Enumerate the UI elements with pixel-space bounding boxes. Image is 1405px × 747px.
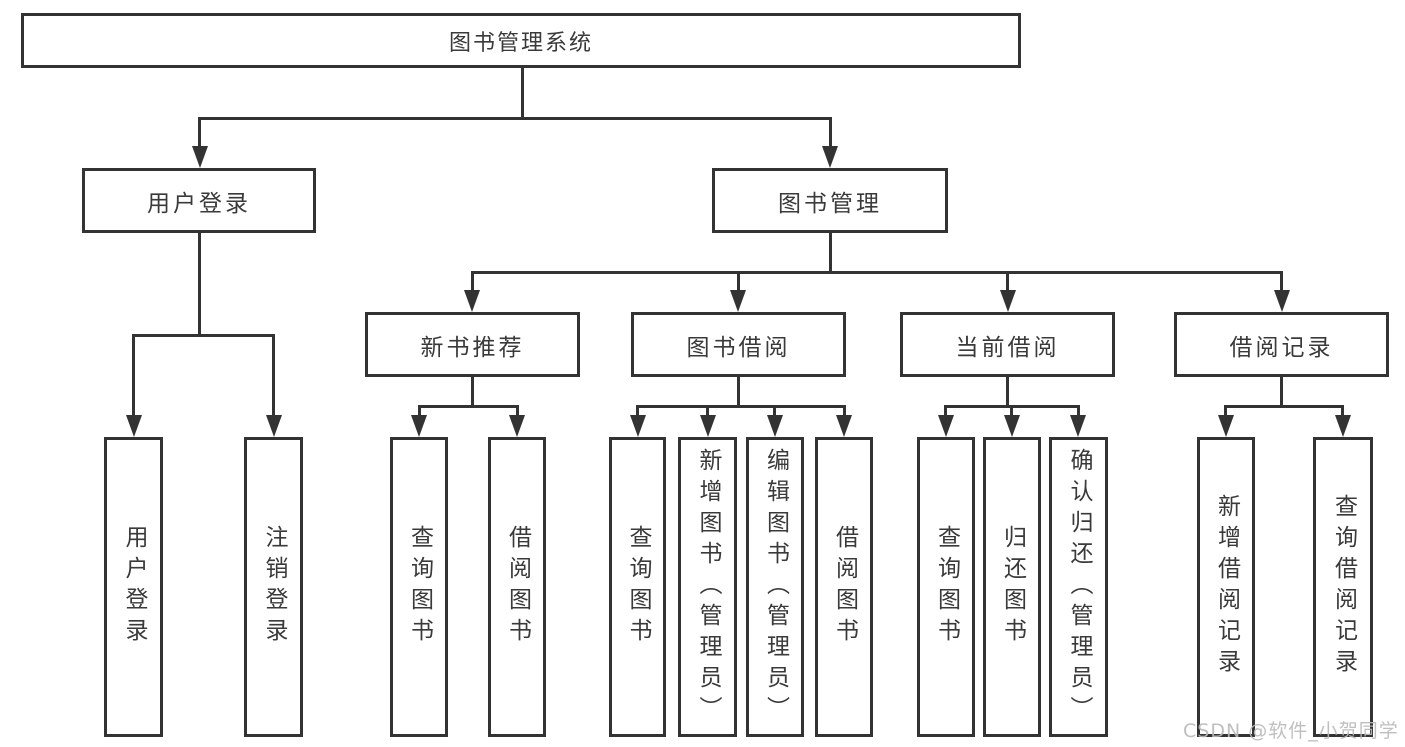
watermark-text: CSDN @软件_小贺同学 bbox=[1183, 720, 1399, 742]
node-book-management: 图书管理 bbox=[712, 168, 948, 233]
connector-line bbox=[418, 405, 421, 417]
connector-line bbox=[1006, 271, 1009, 292]
connector-line bbox=[132, 334, 275, 337]
arrow-down-icon bbox=[1335, 415, 1351, 437]
node-user-login: 用户登录 bbox=[82, 168, 316, 233]
connector-line bbox=[521, 68, 524, 120]
connector-line bbox=[944, 405, 947, 417]
arrow-down-icon bbox=[836, 415, 852, 437]
arrow-down-icon bbox=[730, 290, 746, 312]
leaf-edit-books-admin: 编辑图书（管理员） bbox=[746, 437, 804, 737]
connector-line bbox=[829, 233, 832, 274]
connector-line bbox=[829, 117, 832, 148]
connector-line bbox=[1280, 271, 1283, 292]
connector-line bbox=[636, 405, 846, 408]
connector-line bbox=[1280, 377, 1283, 408]
leaf-query-borrow-record: 查询借阅记录 bbox=[1313, 437, 1373, 737]
leaf-add-books-admin: 新增图书（管理员） bbox=[678, 437, 737, 737]
connector-line bbox=[516, 405, 519, 417]
connector-line bbox=[471, 271, 474, 292]
leaf-recommend-query-books: 查询图书 bbox=[390, 437, 448, 737]
arrow-down-icon bbox=[1070, 415, 1086, 437]
connector-line bbox=[706, 405, 709, 417]
leaf-borrowing-query-books: 查询图书 bbox=[609, 437, 666, 737]
connector-line bbox=[843, 405, 846, 417]
connector-line bbox=[1010, 405, 1013, 417]
arrow-down-icon bbox=[1004, 415, 1020, 437]
connector-line bbox=[636, 405, 639, 417]
arrow-down-icon bbox=[509, 415, 525, 437]
connector-line bbox=[1224, 405, 1344, 408]
leaf-add-borrow-record: 新增借阅记录 bbox=[1197, 437, 1255, 737]
arrow-down-icon bbox=[1218, 415, 1234, 437]
leaf-return-books: 归还图书 bbox=[983, 437, 1041, 737]
connector-line bbox=[198, 233, 201, 337]
arrow-down-icon bbox=[700, 415, 716, 437]
connector-line bbox=[1077, 405, 1080, 417]
connector-line bbox=[737, 377, 740, 408]
node-new-book-recommendation: 新书推荐 bbox=[365, 312, 580, 377]
arrow-down-icon bbox=[1000, 290, 1016, 312]
connector-line bbox=[471, 377, 474, 408]
arrow-down-icon bbox=[464, 290, 480, 312]
connector-line bbox=[198, 117, 201, 148]
leaf-user-login: 用户登录 bbox=[104, 437, 163, 737]
arrow-down-icon bbox=[411, 415, 427, 437]
leaf-logout: 注销登录 bbox=[244, 437, 303, 737]
arrow-down-icon bbox=[1274, 290, 1290, 312]
arrow-down-icon bbox=[126, 415, 142, 437]
connector-line bbox=[471, 271, 1283, 274]
leaf-recommend-borrow-books: 借阅图书 bbox=[488, 437, 546, 737]
connector-line bbox=[1224, 405, 1227, 417]
leaf-current-query-books: 查询图书 bbox=[917, 437, 975, 737]
node-library-management-system: 图书管理系统 bbox=[21, 13, 1021, 68]
arrow-down-icon bbox=[630, 415, 646, 437]
leaf-borrowing-borrow-books: 借阅图书 bbox=[815, 437, 873, 737]
arrow-down-icon bbox=[938, 415, 954, 437]
arrow-down-icon bbox=[767, 415, 783, 437]
connector-line bbox=[1006, 377, 1009, 408]
arrow-down-icon bbox=[192, 146, 208, 168]
leaf-confirm-return-admin: 确认归还（管理员） bbox=[1049, 437, 1108, 737]
connector-line bbox=[773, 405, 776, 417]
node-book-borrowing: 图书借阅 bbox=[631, 312, 846, 377]
connector-line bbox=[418, 405, 519, 408]
connector-line bbox=[1341, 405, 1344, 417]
node-current-borrowing: 当前借阅 bbox=[900, 312, 1115, 377]
node-borrowing-records: 借阅记录 bbox=[1174, 312, 1389, 377]
arrow-down-icon bbox=[266, 415, 282, 437]
connector-line bbox=[198, 117, 832, 120]
connector-line bbox=[737, 271, 740, 292]
connector-line bbox=[132, 334, 135, 417]
arrow-down-icon bbox=[822, 146, 838, 168]
connector-line bbox=[272, 334, 275, 417]
